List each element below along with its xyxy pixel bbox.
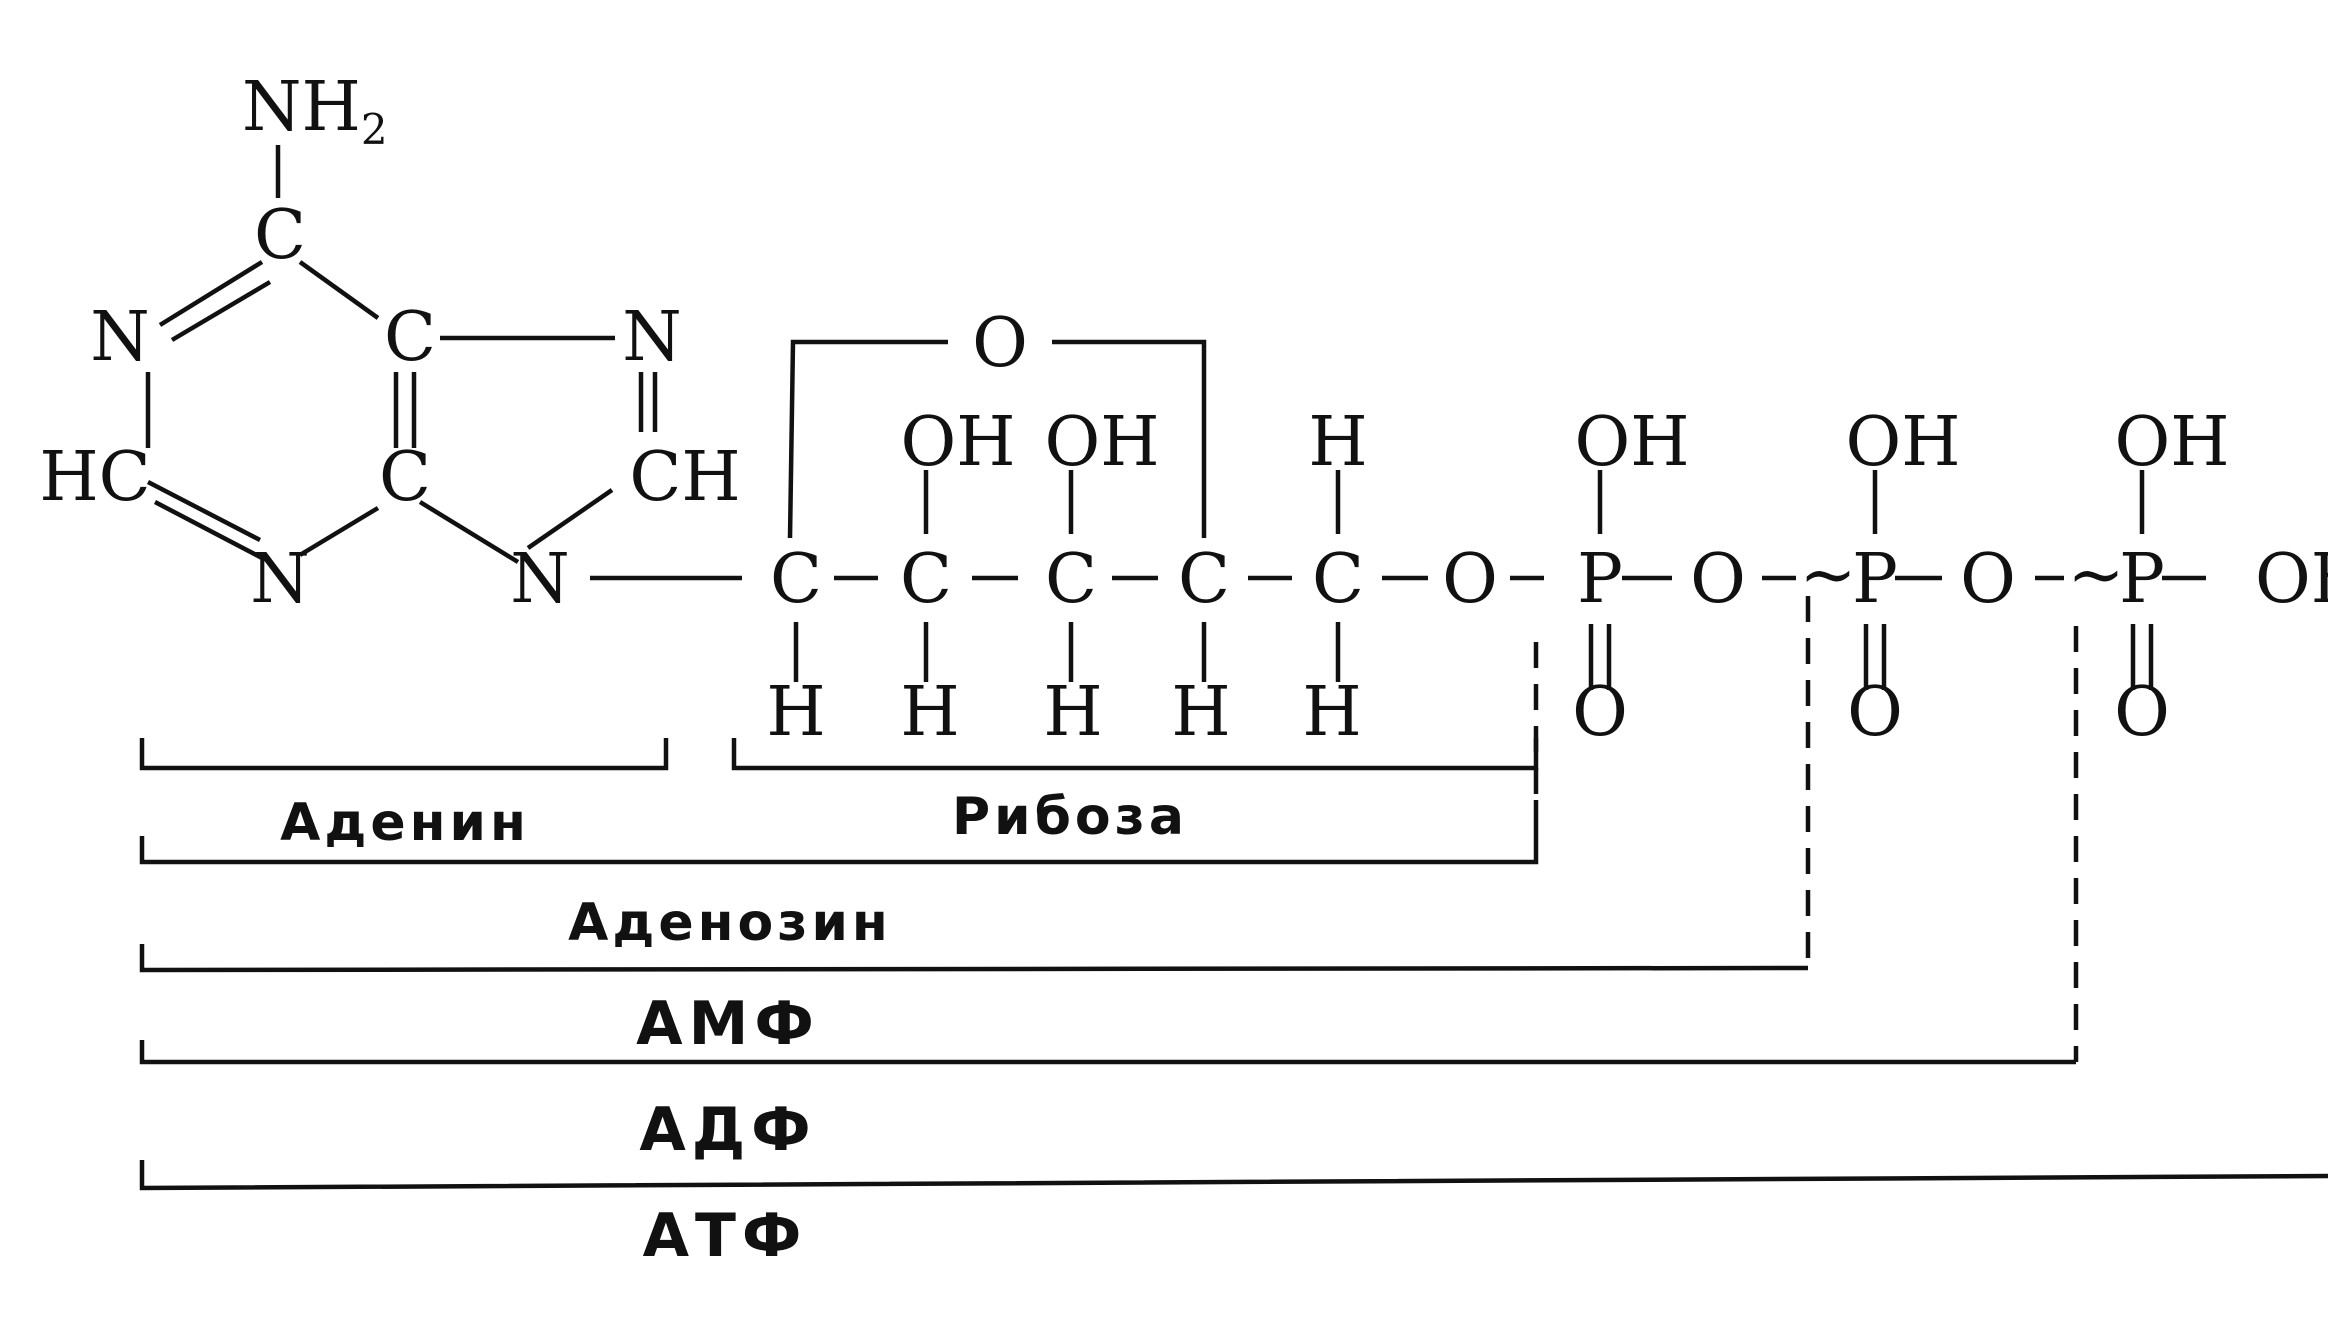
bridge-oxygen-2: O	[1960, 540, 2016, 619]
amino-group-label: NH2	[242, 68, 388, 154]
c2-prime-atom: C	[900, 540, 952, 619]
atp-bracket	[139, 1160, 2328, 1191]
c4-prime-atom: C	[1178, 540, 1230, 619]
h3-prime-atom: H	[1043, 673, 1102, 752]
phosphate-beta-oxygen: O	[1847, 673, 1903, 752]
phosphorus-gamma-atom: P	[2119, 540, 2165, 619]
adenine-bonds	[145, 145, 742, 581]
terminal-hydroxyl: OH	[2255, 540, 2328, 619]
phosphate-alpha-oxygen: O	[1572, 673, 1628, 752]
adp-bracket	[139, 1040, 2076, 1065]
adenosine-bracket	[139, 800, 1539, 865]
n1-atom: N	[90, 298, 150, 377]
c5-hydrogen-top: H	[1308, 403, 1367, 482]
amp-bracket	[139, 944, 1809, 973]
atp-label: АТФ	[643, 1201, 808, 1271]
high-energy-bond-2: ~	[2068, 536, 2125, 615]
ring-oxygen-atom: O	[972, 304, 1028, 383]
component-brackets	[139, 596, 2328, 1191]
adenine-label: Аденин	[280, 793, 530, 853]
ribose-bonds	[787, 339, 1544, 682]
phosphorus-beta-atom: P	[1852, 540, 1898, 619]
c2-atom: HC	[39, 438, 150, 517]
h1-prime-atom: H	[766, 673, 825, 752]
ribose-label: Рибоза	[952, 787, 1188, 847]
c8-atom: CH	[629, 438, 740, 517]
n9-atom: N	[510, 540, 570, 619]
phosphate-bonds	[1588, 470, 2206, 690]
c4-atom: C	[379, 438, 431, 517]
ribose-bracket	[731, 738, 1539, 771]
bridge-oxygen-1: O	[1690, 540, 1746, 619]
adp-label: АДФ	[639, 1095, 816, 1165]
c3-hydroxyl-label: OH	[1044, 403, 1159, 482]
c2-hydroxyl-label: OH	[900, 403, 1015, 482]
c5-prime-atom: C	[1312, 540, 1364, 619]
atom-labels: NH2 C N C N HC C CH N N O OH OH H C C C …	[39, 68, 2328, 752]
phosphate-beta-hydroxyl: OH	[1845, 403, 1960, 482]
phosphate-gamma-hydroxyl: OH	[2114, 403, 2229, 482]
n7-atom: N	[622, 298, 682, 377]
adenine-bracket	[139, 738, 669, 771]
c6-atom: C	[254, 196, 306, 275]
n3-atom: N	[250, 540, 310, 619]
c5-atom: C	[384, 298, 436, 377]
phosphorus-alpha-atom: P	[1577, 540, 1623, 619]
phosphate-gamma-oxygen: O	[2114, 673, 2170, 752]
h2-prime-atom: H	[900, 673, 959, 752]
adenosine-label: Аденозин	[568, 893, 892, 953]
component-labels: Аденин Рибоза Аденозин АМФ АДФ АТФ	[280, 787, 1188, 1271]
ester-oxygen-atom: O	[1442, 540, 1498, 619]
phosphate-alpha-hydroxyl: OH	[1574, 403, 1689, 482]
amp-label: АМФ	[636, 989, 820, 1059]
c1-prime-atom: C	[770, 540, 822, 619]
h5-prime-atom: H	[1302, 673, 1361, 752]
h4-prime-atom: H	[1171, 673, 1230, 752]
c3-prime-atom: C	[1045, 540, 1097, 619]
